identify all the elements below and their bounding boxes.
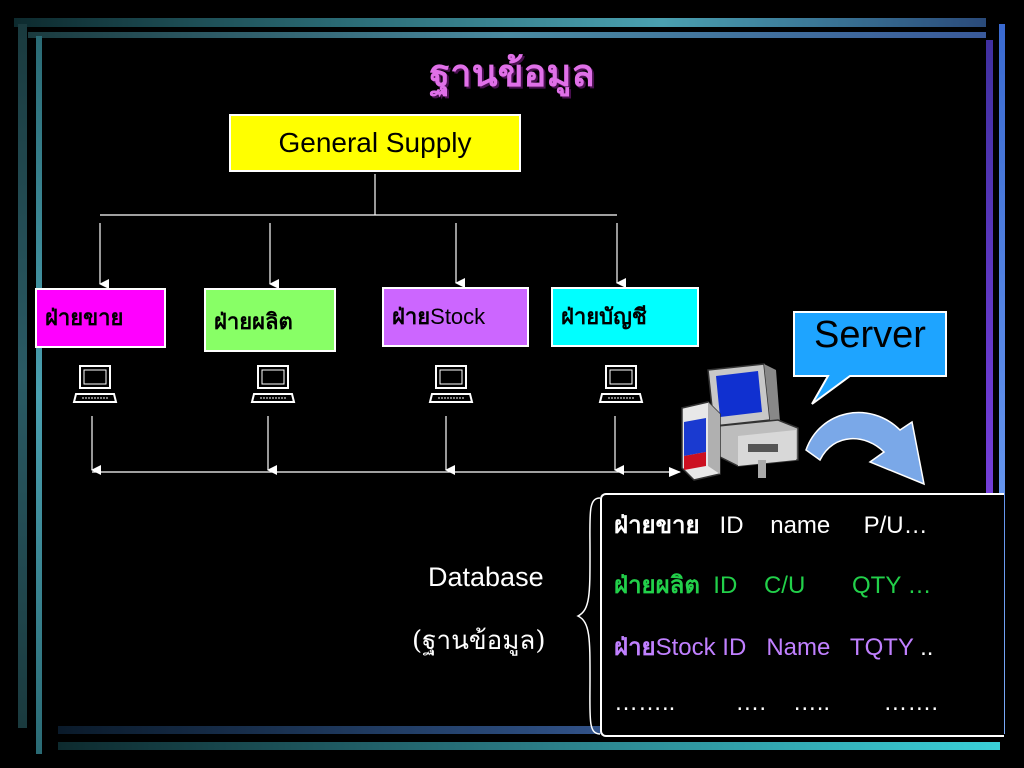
- table-row: …….. …. ….. …….: [614, 689, 939, 716]
- frame-bar-right: [999, 24, 1005, 734]
- frame-bar-bottom-inner: [58, 726, 988, 734]
- laptop-icon: [428, 365, 474, 403]
- dept-production-box: ฝ่ายผลิต: [204, 288, 336, 352]
- slide-title: ฐานข้อมูล: [429, 50, 595, 95]
- dept-accounting-box: ฝ่ายบัญชี: [551, 287, 699, 347]
- server-label: Server: [814, 314, 926, 356]
- table-row: ฝ่ายขาย ID name P/U…: [614, 510, 928, 539]
- laptop-icon: [72, 365, 118, 403]
- frame-bar-right-inner: [986, 40, 993, 730]
- table-row: ฝ่ายผลิต ID C/U QTY …: [614, 570, 932, 599]
- server-computer-icon: [681, 363, 799, 481]
- dept-stock-label-th: ฝ่าย: [392, 304, 431, 330]
- table-row: ฝ่ายStock ID Name TQTY ..: [614, 632, 934, 661]
- database-label-th: (ฐานข้อมูล): [412, 626, 546, 656]
- laptop-icon: [598, 365, 644, 403]
- server-callout: [793, 311, 947, 405]
- dept-sales-box: ฝ่ายขาย: [35, 288, 166, 348]
- brace: [576, 497, 601, 735]
- dept-stock-box: ฝ่ายStock: [382, 287, 529, 347]
- frame-bar-left: [18, 24, 27, 728]
- dept-stock-label-en: Stock: [430, 304, 486, 329]
- database-label: Database: [428, 562, 544, 592]
- curved-arrow: [805, 411, 925, 486]
- laptop-icon: [250, 365, 296, 403]
- server-callout-text-box: Server: [794, 314, 946, 357]
- frame-bar-bottom: [58, 742, 1000, 750]
- frame-bar-top: [14, 18, 986, 27]
- general-supply-box: General Supply: [229, 114, 521, 172]
- database-table: ฝ่ายขาย ID name P/U… ฝ่ายผลิต ID C/U QTY…: [600, 493, 1004, 737]
- frame-bar-left-inner: [36, 36, 42, 754]
- frame-bar-top-inner: [28, 32, 986, 38]
